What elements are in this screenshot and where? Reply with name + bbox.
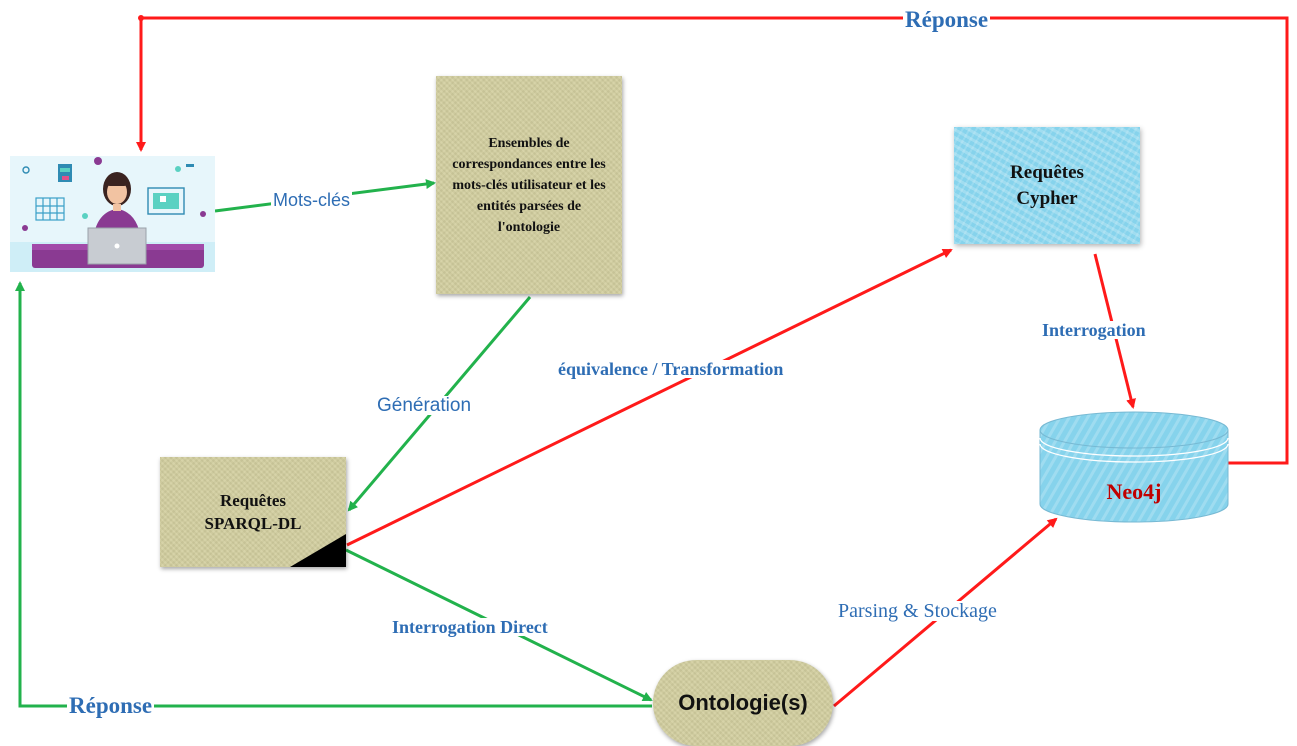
cypher-box: Requêtes Cypher — [954, 127, 1140, 244]
cypher-text: Requêtes Cypher — [1010, 161, 1084, 209]
label-reponse-top: Réponse — [903, 7, 991, 32]
label-equivalence: équivalence / Transformation — [556, 359, 786, 379]
correspondances-text: Ensembles de correspondances entre les m… — [452, 135, 606, 235]
label-parsing: Parsing & Stockage — [836, 600, 999, 622]
ontologie-text: Ontologie(s) — [678, 690, 808, 715]
label-interrogation: Interrogation — [1040, 320, 1148, 340]
ontologie-pill: Ontologie(s) — [653, 660, 833, 746]
edge-reponse-top — [136, 16, 1289, 465]
user-illustration — [10, 156, 215, 272]
edge-reponse-bottom — [15, 281, 652, 708]
label-reponse-bottom: Réponse — [67, 693, 155, 718]
sparql-text: Requêtes SPARQL-DL — [204, 491, 302, 533]
neo4j-text: Neo4j — [1106, 479, 1162, 504]
sparql-corner-mark — [290, 534, 346, 567]
sparql-box: Requêtes SPARQL-DL — [160, 457, 346, 567]
neo4j-label-box: Neo4j — [1036, 472, 1232, 512]
label-mots-cles: Mots-clés — [271, 190, 353, 210]
correspondances-box: Ensembles de correspondances entre les m… — [436, 76, 622, 294]
label-interrogation-direct: Interrogation Direct — [390, 617, 550, 637]
label-generation: Génération — [375, 395, 474, 416]
edge-equivalence — [346, 248, 953, 547]
neo4j-cylinder — [1039, 411, 1229, 523]
